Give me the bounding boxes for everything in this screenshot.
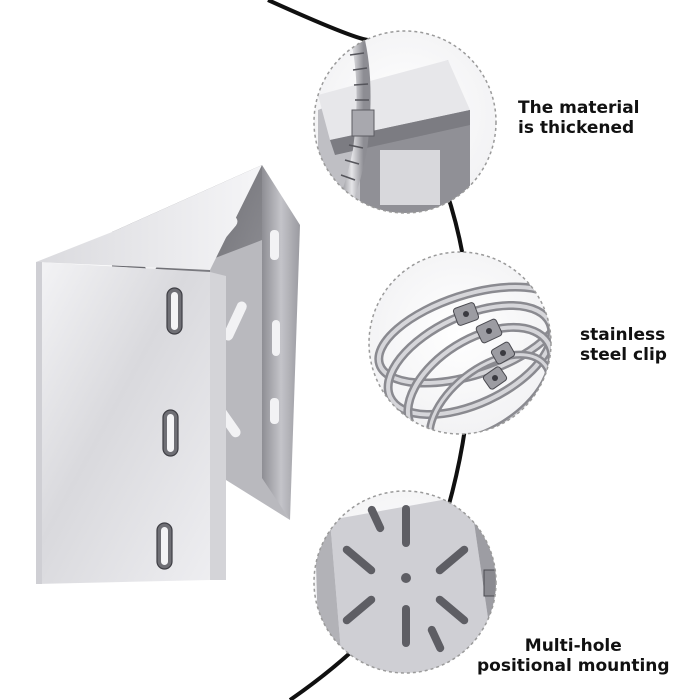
label-material-thickened: The material is thickened: [518, 98, 640, 138]
detail-circle-clip: [368, 251, 552, 435]
label-line: is thickened: [518, 118, 635, 138]
label-line: positional mounting: [477, 656, 670, 676]
label-multi-hole-mounting: Multi-hole positional mounting: [477, 636, 670, 676]
detail-circle-thickened: [313, 30, 497, 214]
steel-bracket: [36, 165, 300, 584]
label-stainless-steel-clip: stainless steel clip: [580, 325, 667, 365]
label-line: The material: [518, 98, 640, 118]
label-line: Multi-hole: [524, 636, 622, 656]
label-line: steel clip: [580, 345, 667, 365]
label-line: stainless: [580, 325, 666, 345]
